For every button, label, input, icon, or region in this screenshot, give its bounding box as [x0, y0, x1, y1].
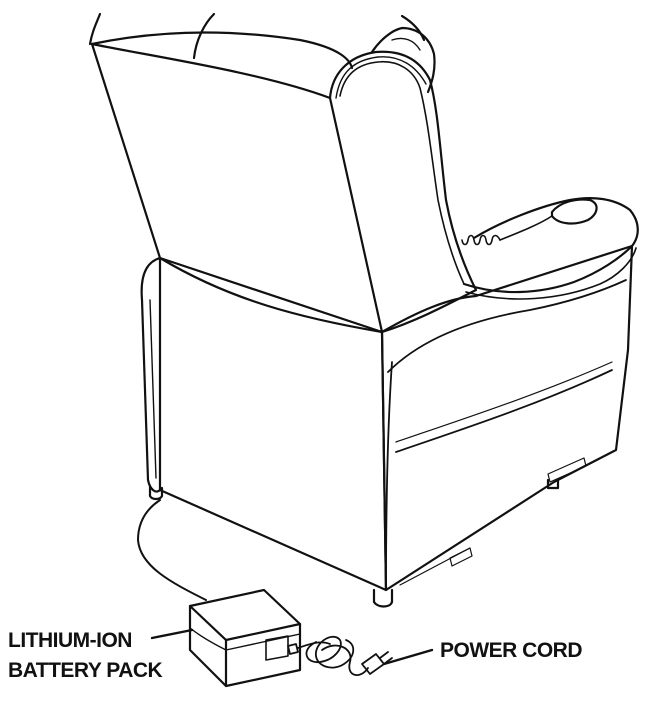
battery-leader-line [150, 628, 194, 640]
power-cord-coil [287, 635, 393, 676]
power-cord-leader-line [382, 648, 434, 666]
battery-pack [188, 588, 302, 688]
chair-to-battery-cable [137, 499, 207, 601]
battery-label-line-1: LITHIUM-ION [8, 629, 132, 652]
lift-chair [88, 12, 639, 608]
power-cord-label-text: POWER CORD [440, 639, 583, 662]
battery-pack-label: LITHIUM-ION BATTERY PACK [8, 626, 163, 686]
power-cord-label: POWER CORD [440, 636, 583, 666]
battery-label-line-2: BATTERY PACK [8, 659, 163, 682]
